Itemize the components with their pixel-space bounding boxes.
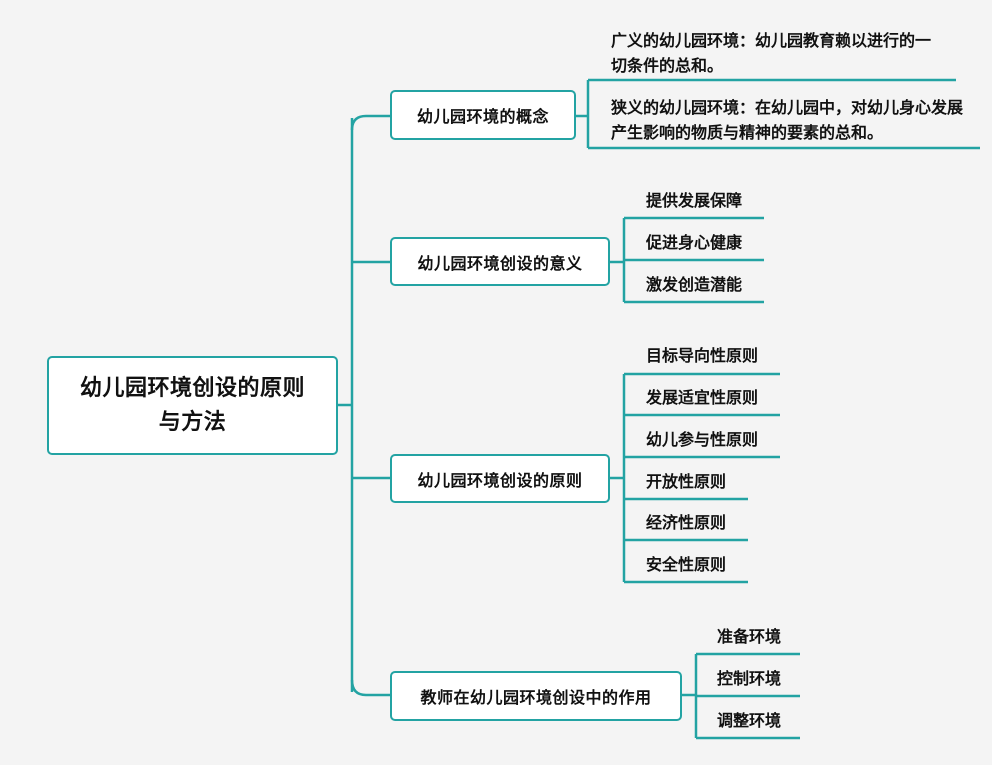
branch-connector-4 [350, 679, 390, 697]
leaf-significance-2: 促进身心健康 [646, 233, 743, 252]
leaf-teacher-role-3: 调整环境 [717, 711, 782, 730]
branch-node-significance: 幼儿园环境创设的意义 [390, 237, 610, 286]
branch-node-teacher-role: 教师在幼儿园环境创设中的作用 [390, 671, 682, 721]
branch-label-significance: 幼儿园环境创设的意义 [417, 253, 583, 273]
leaf-teacher-role-1: 准备环境 [717, 627, 782, 646]
branch-label-principles: 幼儿园环境创设的原则 [417, 470, 583, 490]
branch-connector-1 [350, 114, 390, 131]
leaf-narrow-definition: 狭义的幼儿园环境：在幼儿园中，对幼儿身心发展产生影响的物质与精神的要素的总和。 [611, 98, 964, 142]
leaf-principle-2: 发展适宜性原则 [646, 388, 759, 407]
branch-node-concept: 幼儿园环境的概念 [390, 90, 576, 140]
root-node: 幼儿园环境创设的原则与方法 [47, 356, 338, 455]
leaf-significance-1: 提供发展保障 [646, 191, 743, 210]
branch-label-teacher-role: 教师在幼儿园环境创设中的作用 [420, 688, 652, 707]
leaf-significance-3: 激发创造潜能 [646, 275, 743, 294]
leaf-principle-4: 开放性原则 [646, 472, 727, 491]
root-trunk [338, 118, 354, 692]
leaf-principle-6: 安全性原则 [646, 555, 727, 574]
branch-node-principles: 幼儿园环境创设的原则 [390, 454, 610, 503]
root-label: 幼儿园环境创设的原则与方法 [79, 375, 305, 435]
leaf-principle-1: 目标导向性原则 [646, 346, 759, 365]
leaf-principle-3: 幼儿参与性原则 [646, 430, 759, 449]
leaf-broad-definition: 广义的幼儿园环境：幼儿园教育赖以进行的一切条件的总和。 [611, 31, 932, 75]
leaf-principle-5: 经济性原则 [646, 513, 727, 532]
branch-label-concept: 幼儿园环境的概念 [416, 107, 549, 126]
leaf-teacher-role-2: 控制环境 [717, 669, 782, 688]
